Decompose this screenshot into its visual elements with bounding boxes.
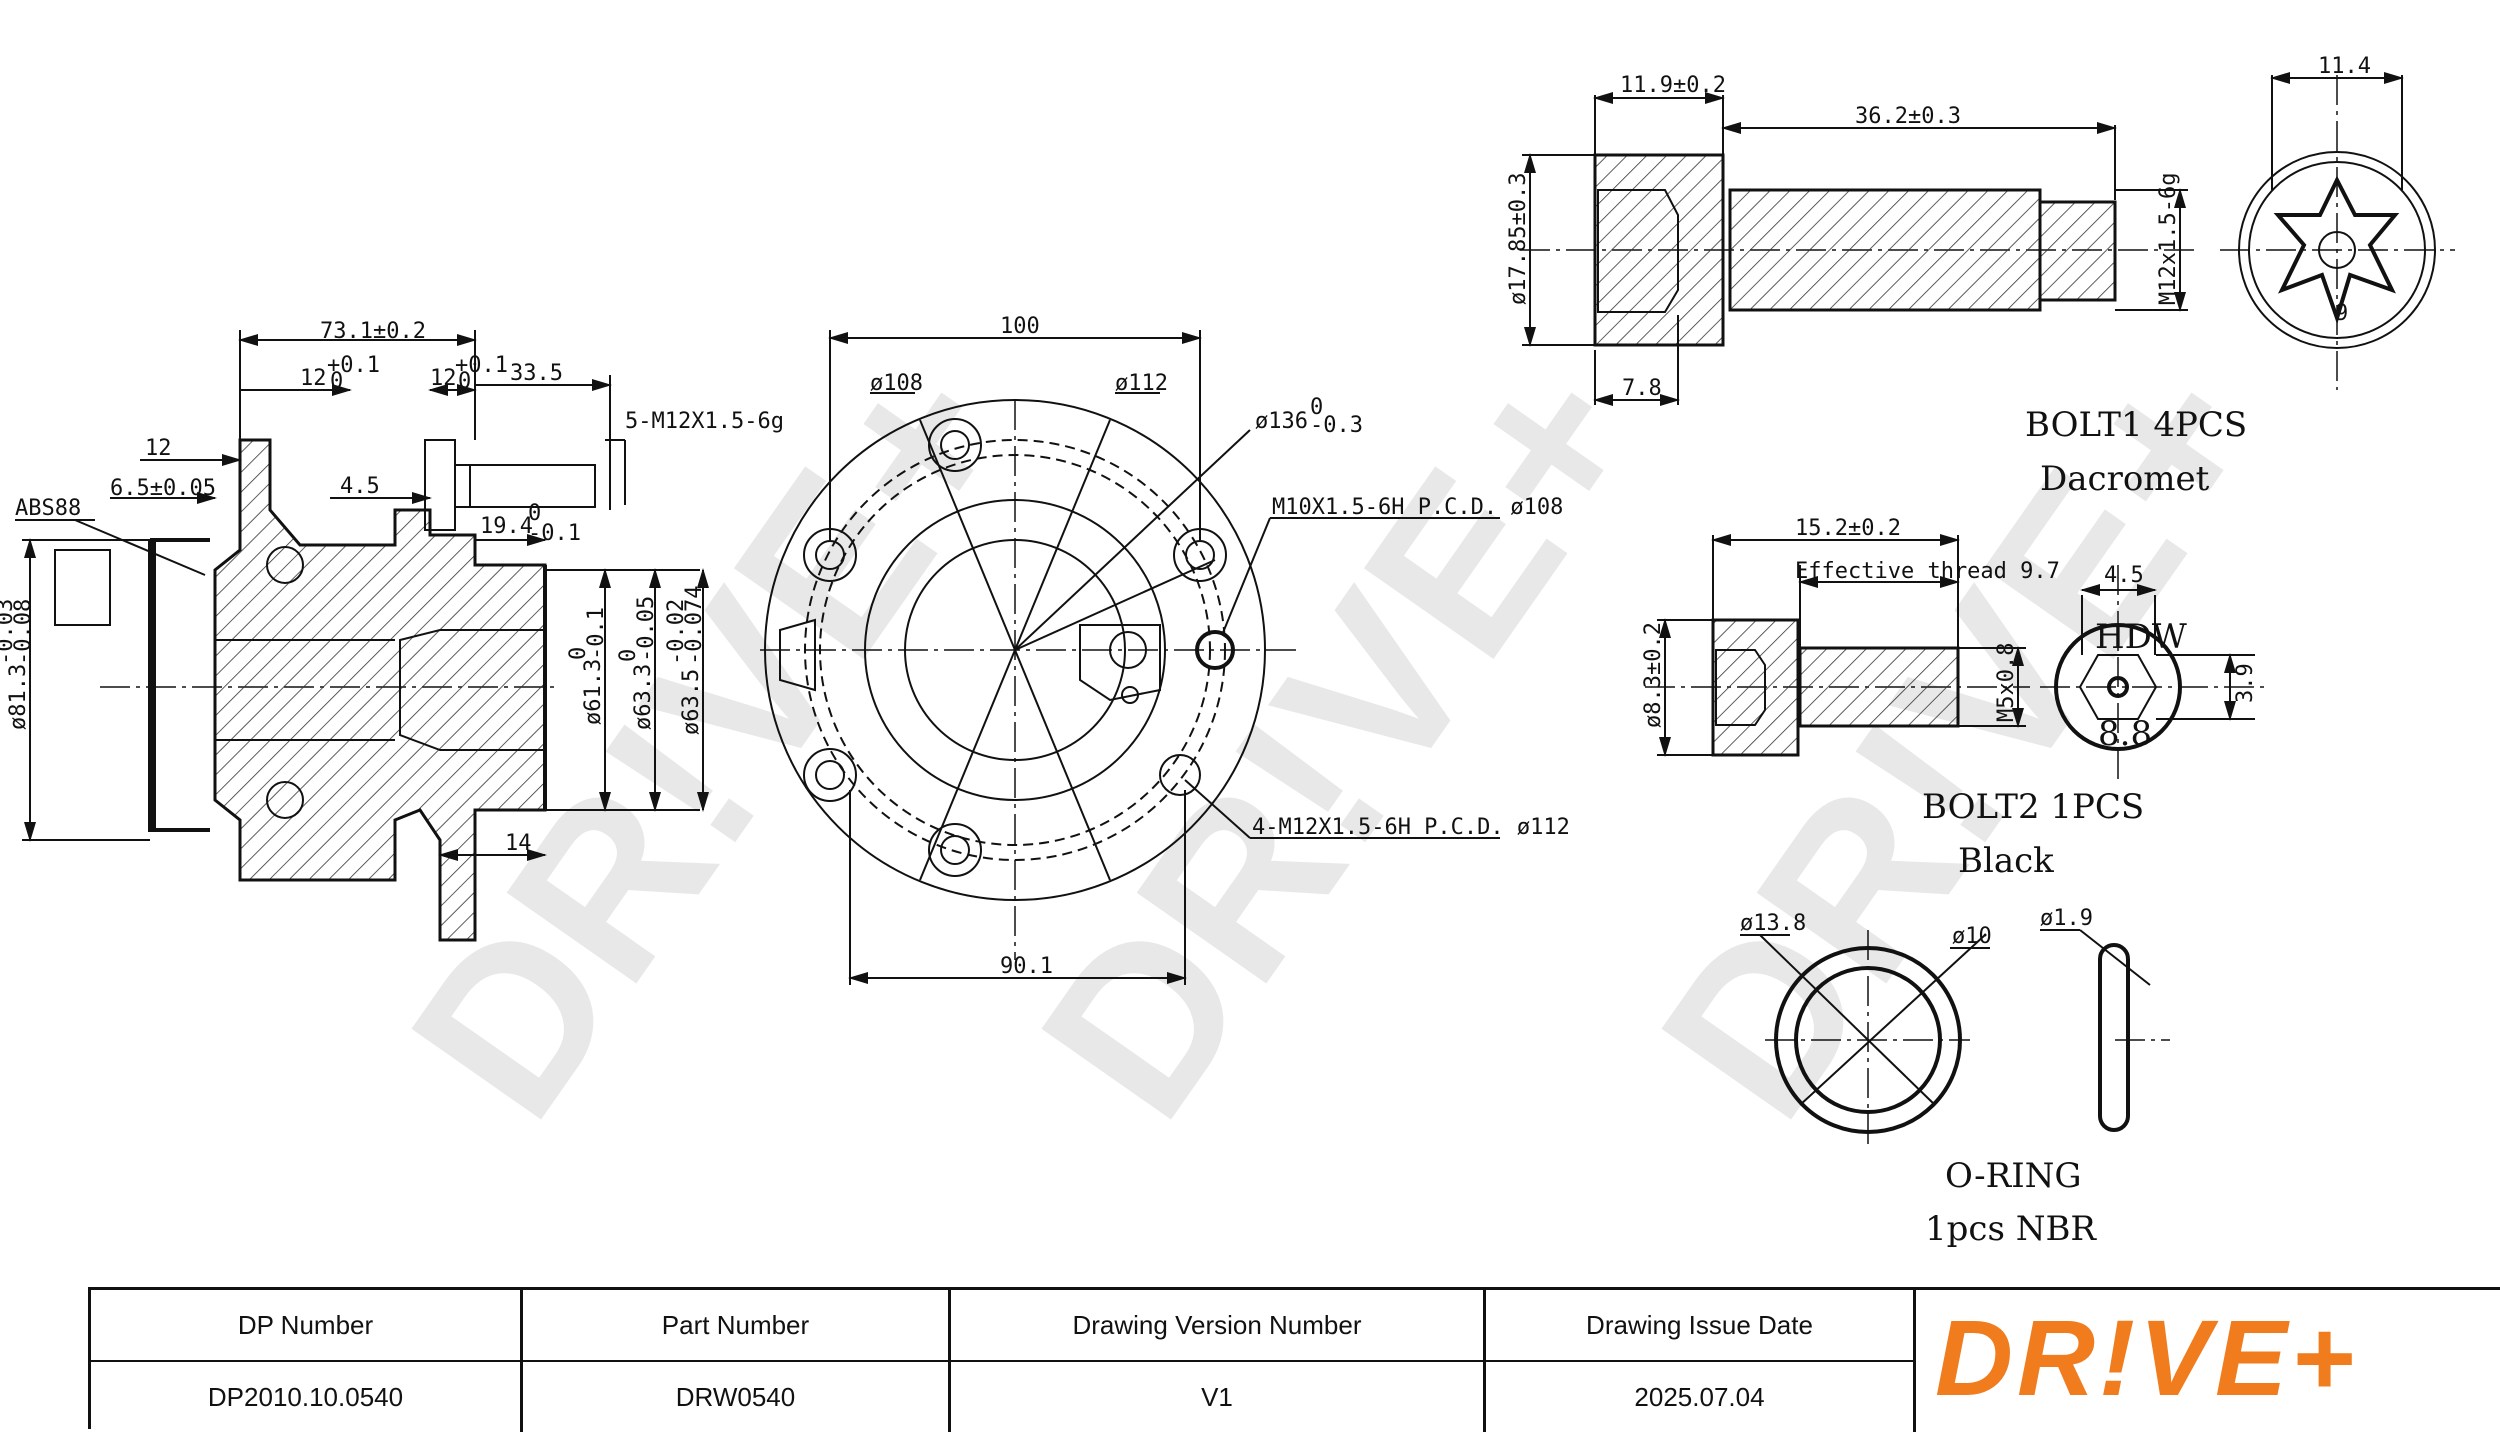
dim-14: 14 [505,831,532,856]
dim-12a: 12 [300,366,327,391]
drive-logo: DR!VE+ [1910,1290,2500,1429]
bolt1-label-finish: Dacromet [2040,459,2210,499]
dim-dia63-3-sup: 0 [616,649,641,662]
dim-dia136: ø136 [1255,409,1308,434]
drive-logo-mark: DR!VE+ [1935,1305,2358,1415]
dim-dia63-5: ø63.5 [679,669,704,735]
dim-oring-13-8: ø13.8 [1740,911,1806,936]
dim-12b-sub: 0 [458,369,471,394]
tb-value-version: V1 [951,1362,1486,1432]
bolt2-view: 15.2±0.2 Effective thread 9.7 ø8.3±0.2 M… [1641,516,2265,881]
dim-100: 100 [1000,314,1040,339]
dim-dia63-3-sub: -0.05 [634,596,659,662]
dim-19-4-sub: -0.1 [528,521,581,546]
dim-12a-sup: +0.1 [327,353,380,378]
tb-header-version: Drawing Version Number [951,1290,1486,1360]
dim-bolt2-eff: Effective thread 9.7 [1795,559,2060,584]
dim-6-5: 6.5±0.05 [110,476,216,501]
oring-label-name: O-RING [1945,1156,2082,1196]
dim-oring-1-9: ø1.9 [2040,906,2093,931]
oring-view: ø13.8 ø10 ø1.9 O-RING 1pcs NBR [1740,906,2170,1249]
bolt1-view: 11.9±0.2 36.2±0.3 ø17.85±0.3 M12x1.5-6g … [1506,54,2455,499]
dim-oring-10: ø10 [1952,924,1992,949]
dim-m10: M10X1.5-6H P.C.D. ø108 [1272,495,1563,520]
dim-bolt1-dia: ø17.85±0.3 [1506,173,1531,305]
drive-logo-text: DR!VE+ [1935,1305,2358,1415]
dim-19-4: 19.4 [480,514,533,539]
dim-stud: 5-M12X1.5-6g [625,409,784,434]
dim-bolt1-head-len: 11.9±0.2 [1620,73,1726,98]
dim-bolt1-7-8: 7.8 [1622,376,1662,401]
tb-header-issue-date: Drawing Issue Date [1486,1290,1916,1360]
dim-bolt2-dia: ø8.3±0.2 [1641,622,1666,728]
dim-19-4-sup: 0 [528,501,541,526]
dim-dia63-5-sub: -0.074 [682,586,707,665]
dim-dia136-sup: 0 [1310,395,1323,420]
tb-value-issue-date: 2025.07.04 [1486,1362,1916,1432]
bolt2-label-finish: Black [1958,841,2054,881]
dim-dia61-sup: 0 [566,647,591,660]
dim-dia136-sub: -0.3 [1310,413,1363,438]
dim-12a-sub: 0 [330,369,343,394]
dim-abs: ABS88 [15,496,81,521]
dim-bolt2-4-5: 4.5 [2104,563,2144,588]
dim-12b-sup: +0.1 [455,353,508,378]
bolt2-grade: 8.8 [2098,714,2152,754]
dim-33-5: 33.5 [510,361,563,386]
hub-body [213,438,547,942]
dim-m12: 4-M12X1.5-6H P.C.D. ø112 [1252,815,1570,840]
dim-12b: 12 [430,366,457,391]
dim-dia61-sub: -0.1 [584,607,609,660]
dim-dia63-3: ø63.3 [631,664,656,730]
tb-value-part-number: DRW0540 [523,1362,951,1432]
dim-bolt1-thread: M12x1.5-6g [2156,173,2181,305]
tb-header-part-number: Part Number [523,1290,951,1360]
dim-bolt2-thread: M5x0.8 [1994,643,2019,722]
flange-front-view: 100 ø108 ø112 ø136 0 -0.3 M10X1.5-6H P.C… [760,314,1570,985]
dim-dia61: ø61.3 [581,659,606,725]
dim-dia112: ø112 [1115,371,1168,396]
oring-label-qty: 1pcs NBR [1925,1209,2097,1249]
bolt2-label-qty: BOLT2 1PCS [1922,787,2144,827]
hub-section-view: 73.1±0.2 12 +0.1 0 12 +0.1 0 33.5 5-M12X… [0,319,784,942]
dim-bolt1-shank-len: 36.2±0.3 [1855,104,1961,129]
dim-12: 12 [145,436,172,461]
title-block: DP Number Part Number Drawing Version Nu… [88,1287,2500,1432]
dim-dia81-sub: -0.08 [11,599,36,665]
dim-dia63-5-sup: -0.02 [664,599,689,665]
tb-header-dp-number: DP Number [91,1290,523,1360]
dim-90-1: 90.1 [1000,954,1053,979]
dim-dia108: ø108 [870,371,923,396]
tb-value-dp-number: DP2010.10.0540 [91,1362,523,1432]
dim-width-total: 73.1±0.2 [320,319,426,344]
dim-dia81-sup: -0.03 [0,599,18,665]
dim-dia81: ø81.3 [6,664,31,730]
bolt2-hdw: HDW [2095,617,2187,657]
dim-4-5: 4.5 [340,474,380,499]
dim-bolt2-3-9: 3.9 [2233,663,2258,703]
dim-bolt1-9: 9 [2335,301,2348,326]
dim-bolt1-head-w: 11.4 [2318,54,2371,79]
watermark-2: DR!VE+ [992,317,1690,1161]
dim-bolt2-len: 15.2±0.2 [1795,516,1901,541]
bolt1-label-qty: BOLT1 4PCS [2025,405,2247,445]
